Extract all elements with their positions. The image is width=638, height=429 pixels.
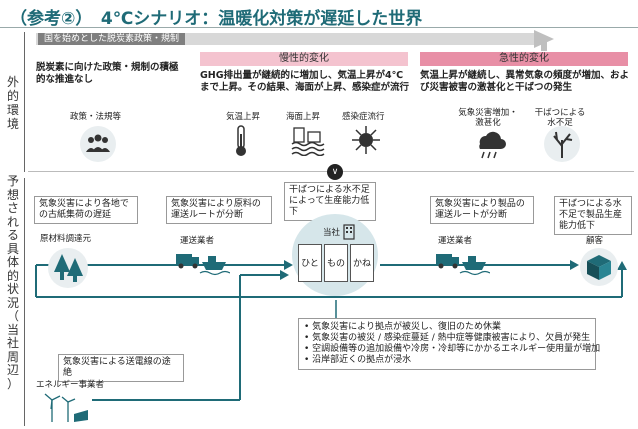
side-divider-top xyxy=(24,32,25,172)
title-rule xyxy=(0,27,638,28)
side-label-predicted: 予想され る具体的 状況（当 社周辺） xyxy=(6,174,19,391)
sea-level-icon xyxy=(291,127,325,156)
note-energy: 気象災害による送電線の途絶 xyxy=(58,354,184,382)
stage-chronic-text: GHG排出量が継続的に増加し、気温上昇が4℃まで上昇。その結果、海面が上昇、感染… xyxy=(200,70,410,93)
side-label-external: 外的環境 xyxy=(6,75,19,131)
storm-icon xyxy=(479,131,506,159)
side-divider-bottom xyxy=(24,178,25,426)
raw-material-label: 原材料調達元 xyxy=(40,234,92,244)
note-raw-material: 気象災害により各地での古紙集荷の遅延 xyxy=(34,196,138,224)
note-bottom-impacts: • 気象災害により拠点が被災し、復旧のため休業 • 気象災害の被災 / 感染症蔓… xyxy=(298,318,601,370)
company-label: 当社 xyxy=(323,228,341,238)
building-icon xyxy=(343,224,355,240)
note-transport-2: 気象災害により製品の運送ルートが分断 xyxy=(430,196,534,224)
tree-icon xyxy=(48,248,88,288)
wind-solar-icon xyxy=(44,393,88,422)
impact-item: • 気象災害の被災 / 感染症蔓延 / 熱中症等健康被害により、欠員が発生 xyxy=(304,333,591,343)
company-item-people: ひと xyxy=(298,244,322,282)
note-transport-1: 気象災害により原料の運送ルートが分断 xyxy=(166,196,272,224)
stage-acute-text: 気温上昇が継続し、異常気象の頻度が増加、および災害被害の激甚化と干ばつの発生 xyxy=(420,70,630,93)
virus-icon xyxy=(352,126,380,154)
customer-label: 顧客 xyxy=(586,236,604,246)
policy-text: 脱炭素に向けた政策・規制の積極的な推進なし xyxy=(36,62,179,85)
icon-label-temp: 気温上昇 xyxy=(226,112,261,122)
truck-ship-icon-1 xyxy=(176,254,230,276)
icon-label-virus: 感染症流行 xyxy=(342,112,385,122)
dead-tree-icon xyxy=(544,126,580,162)
impact-item: • 沿岸部近くの拠点が浸水 xyxy=(304,355,412,365)
icon-label-sea: 海面上昇 xyxy=(286,112,321,122)
stage-acute-header: 急性的変化 xyxy=(420,52,628,66)
transport-1-label: 運送業者 xyxy=(180,236,215,246)
truck-ship-icon-2 xyxy=(436,254,490,276)
impact-item: • 気象災害により拠点が被災し、復旧のため休業 xyxy=(304,322,501,332)
people-icon xyxy=(80,126,116,162)
icon-label-drought: 干ばつによる水不足 xyxy=(534,108,586,128)
policy-banner: 国を始めとした脱炭素政策・規制 xyxy=(38,33,186,45)
thermometer-icon xyxy=(236,125,246,156)
note-customer: 干ばつによる水不足で製品生産能力低下 xyxy=(554,196,632,235)
icon-label-policy: 政策・法規等 xyxy=(70,112,122,122)
chevron-down-icon: ∨ xyxy=(327,164,343,180)
stage-chronic-header: 慢性的変化 xyxy=(200,52,408,66)
impact-item: • 空調設備等の追加設備や冷房・冷却等にかかるエネルギー使用量が増加 xyxy=(304,344,601,354)
icon-label-storm: 気象災害増加・激甚化 xyxy=(458,108,518,128)
transport-2-label: 運送業者 xyxy=(438,236,473,246)
box-icon xyxy=(580,248,618,286)
energy-label: エネルギー事業者 xyxy=(36,380,105,390)
page-title: （参考②） 4℃シナリオ：温暖化対策が遅延した世界 xyxy=(10,9,423,29)
company-item-goods: もの xyxy=(324,244,348,282)
company-item-money: かね xyxy=(350,244,374,282)
